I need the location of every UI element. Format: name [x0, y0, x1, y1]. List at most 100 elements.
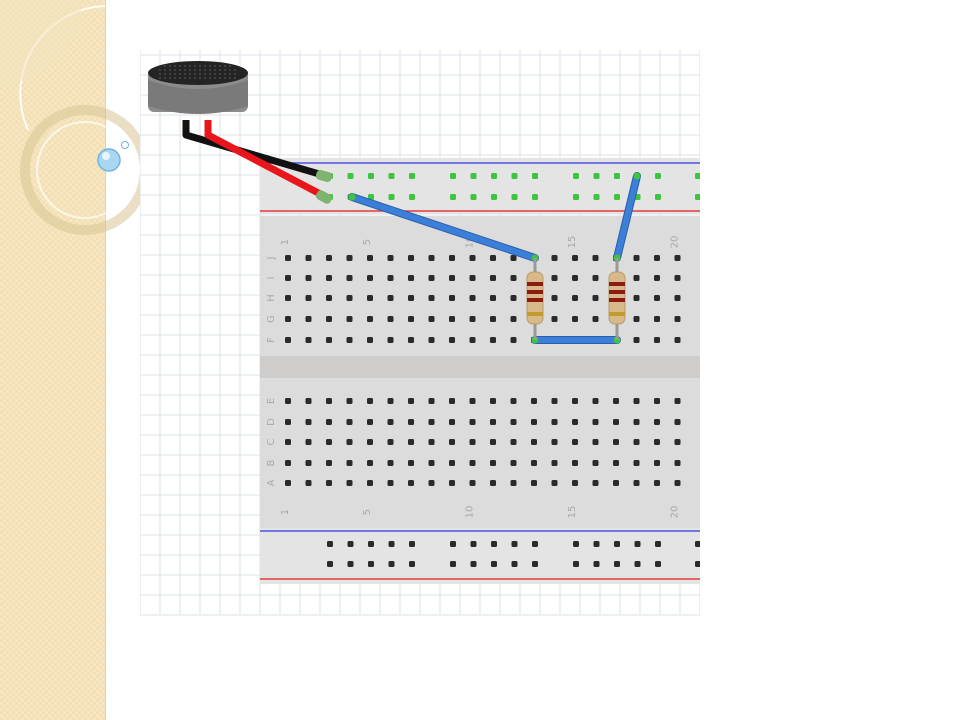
breadboard-hole [305, 480, 312, 486]
breadboard-hole [674, 275, 681, 281]
breadboard-hole [531, 439, 537, 445]
breadboard-hole [449, 255, 455, 261]
breadboard-hole [633, 460, 640, 466]
mesh-dot [224, 65, 226, 67]
breadboard-hole [695, 541, 700, 547]
breadboard-hole [367, 337, 373, 343]
breadboard-hole [470, 561, 477, 567]
breadboard-hole [428, 337, 435, 343]
mesh-dot [204, 73, 206, 75]
mesh-dot [209, 69, 211, 71]
breadboard-hole [551, 255, 558, 261]
breadboard-hole [572, 398, 578, 404]
jumper-wire-short-core [614, 173, 640, 261]
mesh-dot [199, 77, 201, 79]
breadboard-hole [551, 316, 558, 322]
breadboard-hole [592, 275, 599, 281]
breadboard-hole [592, 480, 599, 486]
breadboard-hole [367, 255, 373, 261]
breadboard-hole [573, 173, 579, 179]
breadboard-hole [470, 173, 477, 179]
breadboard-hole [510, 398, 517, 404]
mesh-dot [214, 73, 216, 75]
breadboard-hole [408, 460, 414, 466]
breadboard-hole [511, 541, 518, 547]
breadboard-hole [531, 480, 537, 486]
mesh-dot [209, 77, 211, 79]
breadboard-hole [655, 173, 661, 179]
mesh-dot [199, 69, 201, 71]
breadboard-hole [285, 460, 291, 466]
breadboard-hole [428, 275, 435, 281]
mesh-dot [219, 73, 221, 75]
breadboard-hole [654, 398, 660, 404]
breadboard-hole [572, 295, 578, 301]
mesh-dot [159, 77, 161, 79]
breadboard-hole [469, 480, 476, 486]
breadboard-hole [614, 194, 620, 200]
breadboard-hole [408, 439, 414, 445]
breadboard-hole [408, 275, 414, 281]
breadboard-hole [593, 194, 600, 200]
breadboard-hole [449, 460, 455, 466]
breadboard-hole [510, 295, 517, 301]
breadboard-hole [469, 337, 476, 343]
mesh-dot [209, 65, 211, 67]
mesh-dot [219, 69, 221, 71]
mesh-dot [209, 73, 211, 75]
mesh-dot [204, 65, 206, 67]
bottom-power-rail [260, 528, 700, 584]
breadboard-hole [388, 173, 395, 179]
breadboard-hole [490, 460, 496, 466]
breadboard-hole [491, 541, 497, 547]
mesh-dot [219, 65, 221, 67]
breadboard-hole [572, 255, 578, 261]
breadboard-hole [593, 541, 600, 547]
breadboard-hole [551, 295, 558, 301]
breadboard-hole [367, 419, 373, 425]
breadboard-hole [572, 480, 578, 486]
breadboard-hole [490, 439, 496, 445]
breadboard-hole [531, 460, 537, 466]
mesh-dot [164, 73, 166, 75]
breadboard-hole [510, 460, 517, 466]
breadboard-hole [655, 541, 661, 547]
breadboard-hole [387, 316, 394, 322]
mesh-dot [224, 69, 226, 71]
mesh-dot [234, 73, 236, 75]
wire-tip [315, 169, 333, 183]
mesh-dot [204, 77, 206, 79]
breadboard-hole [532, 194, 538, 200]
breadboard-hole [305, 275, 312, 281]
mesh-dot [234, 69, 236, 71]
breadboard-hole [469, 295, 476, 301]
breadboard-hole [633, 295, 640, 301]
breadboard-hole [387, 275, 394, 281]
row-letter-label: J [266, 257, 277, 261]
decorative-circles-icon [0, 0, 140, 235]
mesh-dot [169, 65, 171, 67]
mesh-dot [174, 65, 176, 67]
mesh-dot [184, 65, 186, 67]
breadboard-hole [469, 275, 476, 281]
breadboard-hole [346, 316, 353, 322]
breadboard-hole [409, 561, 415, 567]
wire-tip [315, 190, 333, 204]
column-number-label: 15 [567, 236, 578, 249]
breadboard-hole [285, 439, 291, 445]
breadboard-hole [572, 316, 578, 322]
microphone-side [148, 80, 248, 114]
resistor-band [527, 298, 543, 302]
breadboard-hole [510, 480, 517, 486]
mesh-dot [214, 77, 216, 79]
breadboard-hole [346, 480, 353, 486]
breadboard-hole [573, 561, 579, 567]
breadboard-hole [428, 255, 435, 261]
breadboard-hole [613, 480, 619, 486]
breadboard-hole [633, 275, 640, 281]
column-number-label: 20 [670, 506, 681, 519]
resistor-band [609, 282, 625, 286]
breadboard-hole [613, 419, 619, 425]
breadboard-hole [367, 460, 373, 466]
